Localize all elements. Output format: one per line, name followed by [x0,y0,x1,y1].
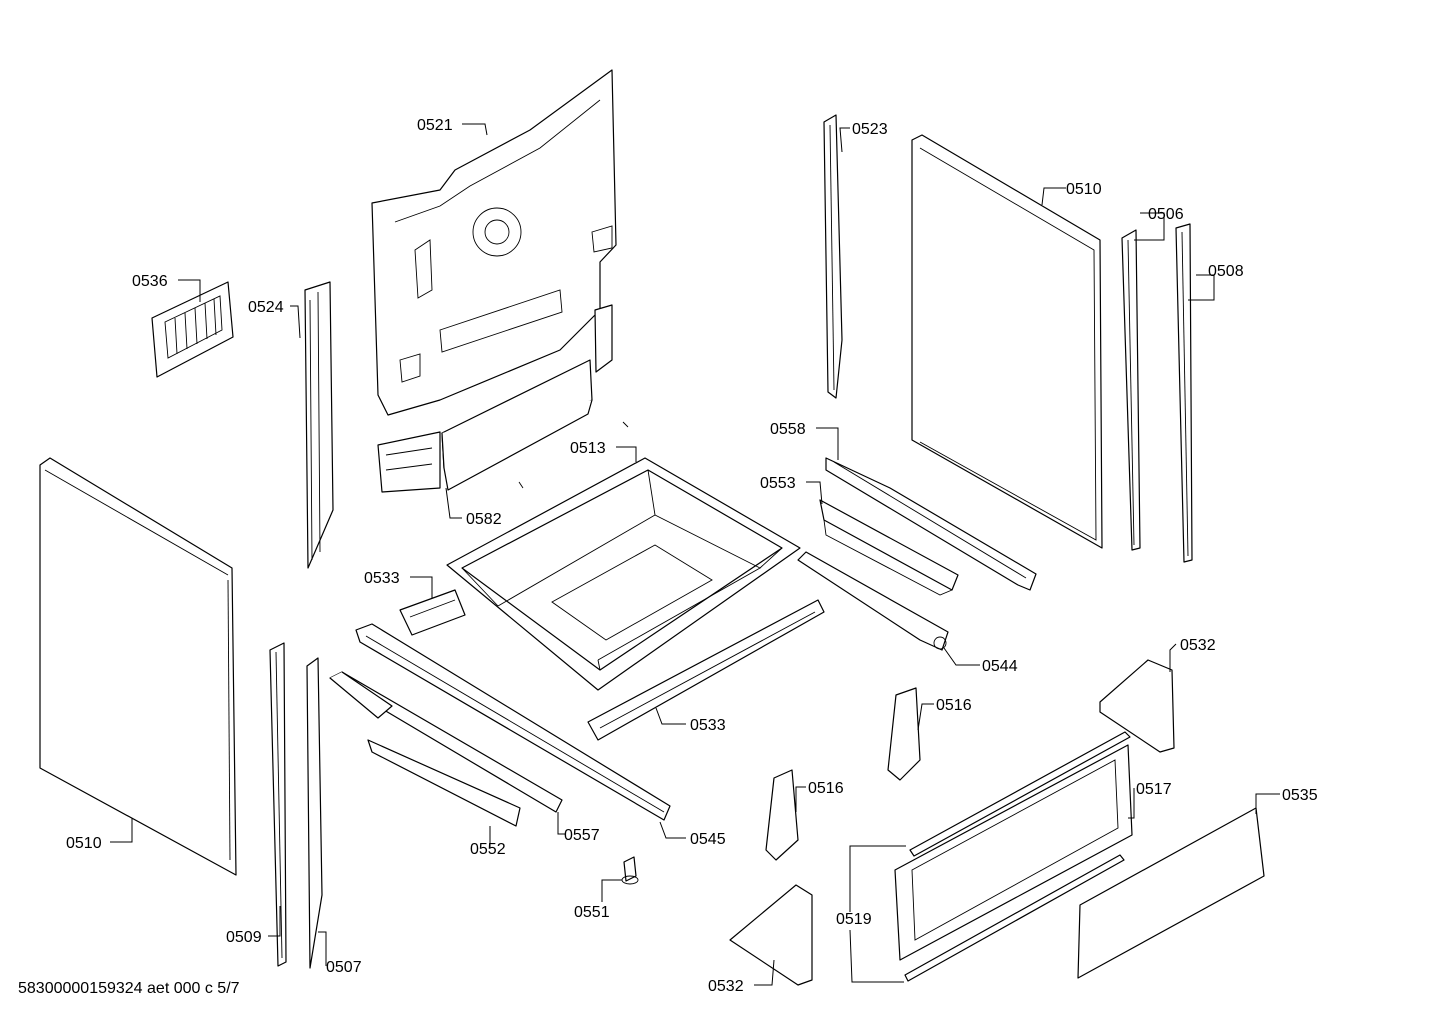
part-0510-right-side-panel [911,134,1103,549]
label-0524: 0524 [248,299,284,316]
part-0509-strip [269,642,287,967]
leader-lines [110,123,1280,986]
label-0508: 0508 [1208,263,1244,280]
part-0536-vent-grill [151,281,234,378]
part-0524-side-rail [304,281,334,569]
label-0557: 0557 [564,827,600,844]
label-0507: 0507 [326,959,362,976]
label-0535: 0535 [1282,787,1318,804]
part-0532-bracket-lower [729,884,813,986]
part-0551-foot [621,856,639,885]
part-0513-tray [446,457,801,691]
label-0582: 0582 [466,511,502,528]
part-0545-cross-member [355,623,671,821]
label-0509: 0509 [226,929,262,946]
part-0523-frame-rail [823,114,843,399]
label-0532-lower: 0532 [708,978,744,995]
part-0506-rail [1121,229,1141,551]
part-0516-hinge-upper [887,687,921,781]
label-0510-left: 0510 [66,835,102,852]
label-0532-upper: 0532 [1180,637,1216,654]
part-0510-left-side-panel [39,457,237,876]
label-0519: 0519 [836,911,872,928]
label-0533-lower: 0533 [690,717,726,734]
label-0545: 0545 [690,831,726,848]
label-0533-upper: 0533 [364,570,400,587]
part-0517-door-frame [894,744,1133,961]
part-0519-seals [904,731,1131,982]
part-0582-housing [377,304,629,493]
part-0553-rail [819,499,959,596]
label-0513: 0513 [570,440,606,457]
part-0516-hinge-lower [765,769,799,861]
label-0516-upper: 0516 [936,697,972,714]
part-0532-bracket-upper [1099,659,1175,753]
part-0508-rail [1175,223,1193,563]
part-0557-rail [329,671,563,813]
label-0521: 0521 [417,117,453,134]
part-0521-rear-panel [371,69,617,416]
label-0536: 0536 [132,273,168,290]
label-0510-right: 0510 [1066,181,1102,198]
label-0552: 0552 [470,841,506,858]
label-0544: 0544 [982,658,1018,675]
label-0551: 0551 [574,904,610,921]
label-0506: 0506 [1148,206,1184,223]
document-reference-footer: 58300000159324 aet 000 c 5/7 [18,980,240,997]
label-0516-lower: 0516 [808,780,844,797]
part-0533-rail-front [587,599,825,741]
label-0523: 0523 [852,121,888,138]
part-0535-glass-panel [1077,807,1265,979]
part-0552-rail [367,739,521,827]
part-0533-rail-left [399,589,466,636]
part-0544-telescopic-rail [797,551,949,651]
part-0507-strip [306,657,323,969]
label-0517: 0517 [1136,781,1172,798]
label-0553: 0553 [760,475,796,492]
part-0558-rail [825,457,1037,591]
label-0558: 0558 [770,421,806,438]
